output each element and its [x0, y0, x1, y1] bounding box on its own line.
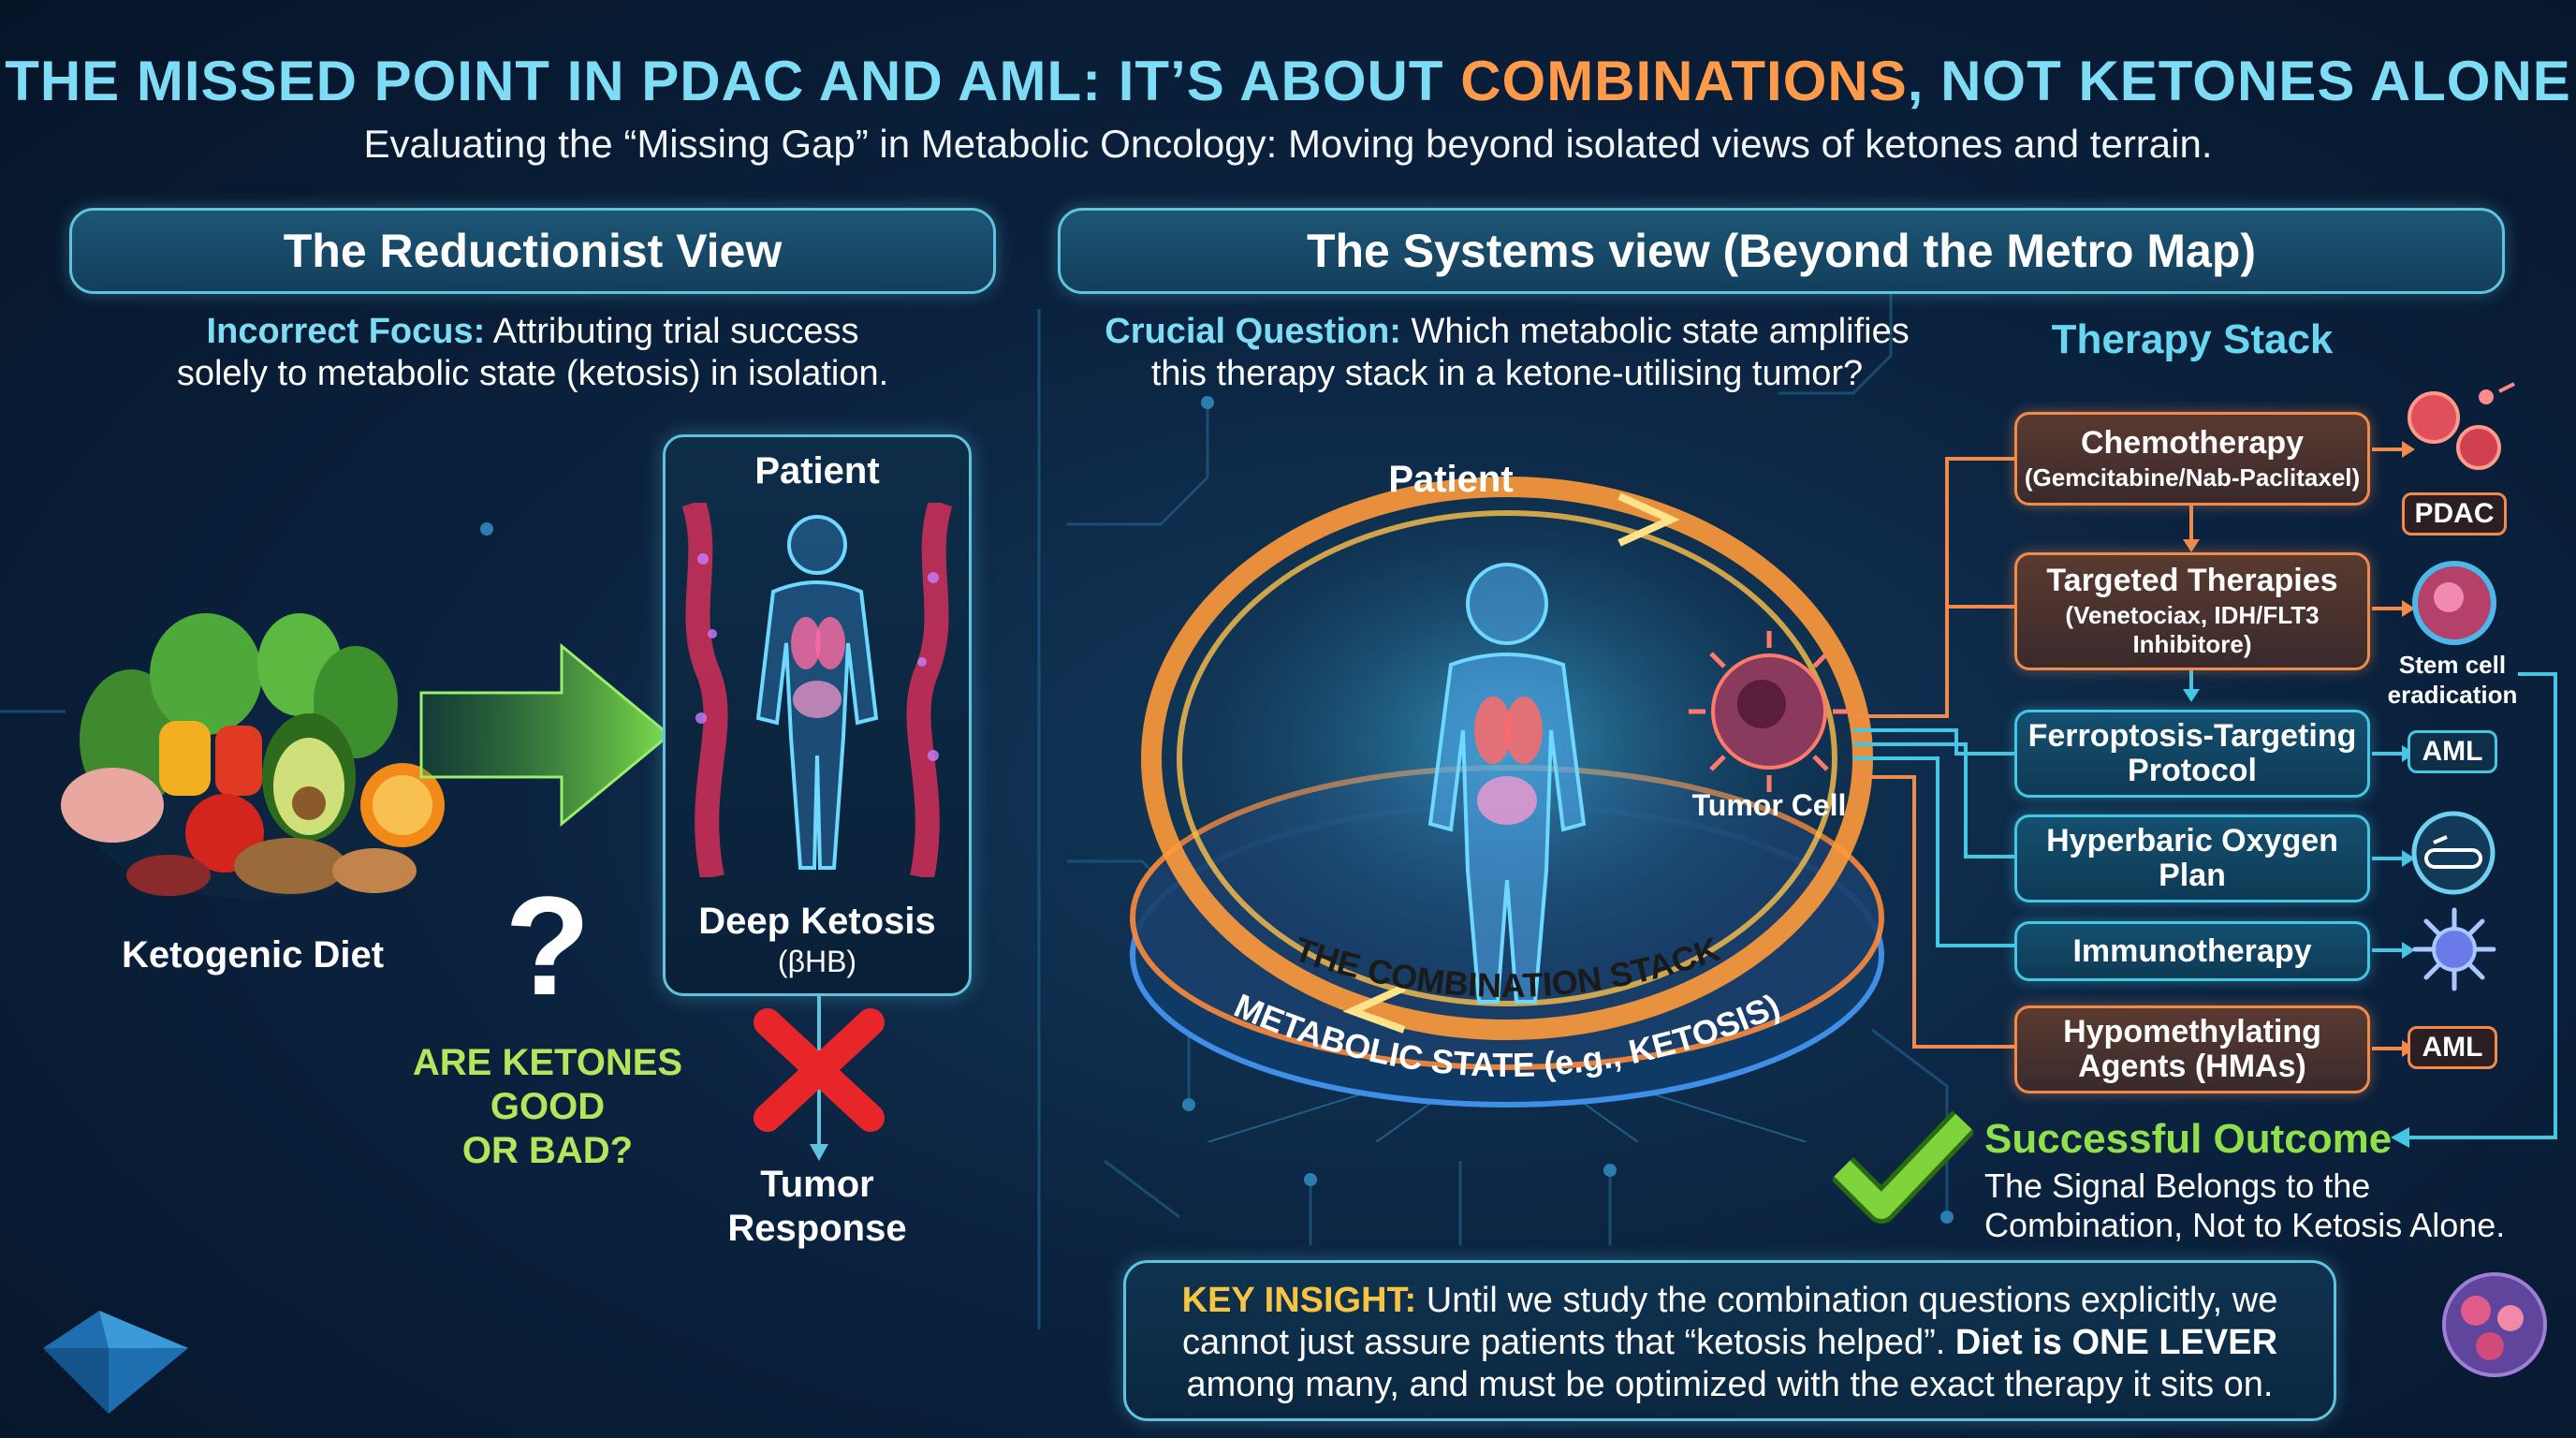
pdac-cells-icon	[2408, 382, 2515, 470]
failed-link-x-icon	[754, 996, 885, 1161]
outcome-return-arrow	[2391, 672, 2557, 1148]
checkmark-icon	[1833, 1110, 1973, 1224]
tumor-cell-label: Tumor Cell	[1691, 788, 1847, 822]
patient-ketosis-box: Patient Deep Ketosis (βHB)	[663, 434, 972, 996]
aml-tag-hma: AML	[2408, 1026, 2497, 1069]
therapy-hyperbaric: Hyperbaric Oxygen Plan	[2014, 814, 2370, 902]
therapy-targeted: Targeted Therapies (Venetociax, IDH/FLT3…	[2014, 552, 2370, 670]
therapy-chemotherapy: Chemotherapy (Gemcitabine/Nab-Paclitaxel…	[2014, 412, 2370, 506]
combination-stack-ring: THE COMBINATION STACK METABOLIC STATE (e…	[1130, 477, 1884, 1142]
stem-cell-eradication-label: Stem cell eradication	[2387, 651, 2518, 709]
stem-cell-icon	[2412, 561, 2496, 645]
tumor-response-label: Tumor Response	[727, 1164, 907, 1249]
ketogenic-diet-label: Ketogenic Diet	[121, 934, 385, 976]
therapy-immunotherapy: Immunotherapy	[2014, 921, 2370, 981]
cell-cluster-icon	[2442, 1272, 2547, 1377]
therapy-hypomethylating: Hypomethylating Agents (HMAs)	[2014, 1005, 2370, 1093]
question-mark-icon: ?	[505, 867, 591, 1024]
systems-patient-label: Patient	[1388, 459, 1514, 500]
bhb-label: (βHB)	[777, 945, 857, 978]
ketones-question: ARE KETONES GOOD OR BAD?	[412, 1042, 683, 1171]
systems-view-header: The Systems view (Beyond the Metro Map)	[1058, 208, 2505, 294]
tumor-cell-icon	[1689, 631, 1850, 792]
human-body-icon	[681, 503, 953, 877]
page-subtitle: Evaluating the “Missing Gap” in Metaboli…	[363, 122, 2213, 166]
successful-outcome-text: The Signal Belongs to the Combination, N…	[1984, 1167, 2506, 1244]
therapy-stack-title: Therapy Stack	[2051, 316, 2334, 362]
therapy-ferroptosis: Ferroptosis-Targeting Protocol	[2014, 710, 2370, 798]
hyperbaric-chamber-icon	[2411, 811, 2496, 895]
therapy-connectors	[1853, 449, 2027, 1056]
crucial-question-label: Crucial Question:	[1105, 312, 1401, 351]
incorrect-focus-text: Incorrect Focus: Attributing trial succe…	[176, 312, 889, 393]
brand-logo-icon	[43, 1311, 188, 1414]
page-title: THE MISSED POINT IN PDAC AND AML: IT’S A…	[5, 50, 2571, 112]
crucial-question-text: Crucial Question: Which metabolic state …	[1105, 312, 1910, 393]
immune-cell-icon	[2412, 907, 2496, 991]
key-insight-label: KEY INSIGHT:	[1181, 1281, 1417, 1320]
aml-tag-ferroptosis: AML	[2408, 730, 2497, 773]
ketogenic-food-icon	[61, 613, 445, 899]
diet-to-patient-arrow	[419, 642, 672, 828]
pdac-tag: PDAC	[2402, 492, 2507, 536]
successful-outcome-title: Successful Outcome	[1984, 1116, 2393, 1162]
patient-label: Patient	[754, 450, 880, 492]
title-accent: COMBINATIONS	[1460, 50, 1908, 112]
key-insight-box: KEY INSIGHT: Until we study the combinat…	[1123, 1260, 2336, 1421]
reductionist-view-header: The Reductionist View	[69, 208, 996, 294]
incorrect-focus-label: Incorrect Focus:	[206, 312, 486, 351]
deep-ketosis-label: Deep Ketosis	[698, 901, 936, 942]
